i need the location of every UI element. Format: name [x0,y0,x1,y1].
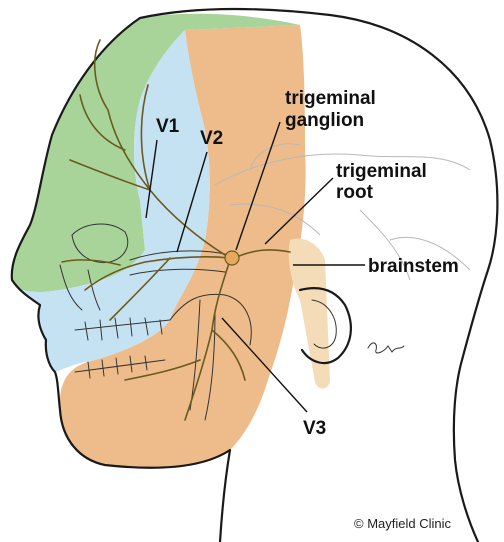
label-ganglion-1: trigeminal [285,88,376,109]
brainstem [289,239,330,389]
label-ganglion-2: ganglion [285,110,364,131]
label-root-1: trigeminal [336,161,427,182]
label-root-2: root [336,182,374,203]
label-v1: V1 [156,116,180,137]
copyright: © Mayfield Clinic [354,516,451,531]
label-v2: V2 [200,128,223,149]
label-v3: V3 [303,418,326,439]
label-brainstem: brainstem [368,256,459,277]
artist-signature [368,343,404,353]
